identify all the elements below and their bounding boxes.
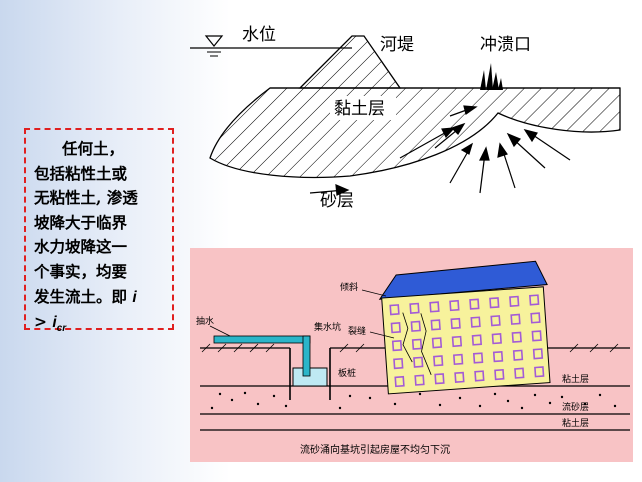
label-pump: 抽水	[196, 315, 214, 327]
callout-line: 坡降大于临界	[34, 211, 166, 236]
label-water-level: 水位	[242, 25, 276, 45]
label-sand-layer: 砂层	[320, 191, 354, 211]
callout-line: 个事实，均要	[34, 260, 166, 285]
label-sheet-pile: 板桩	[338, 367, 356, 379]
callout-text: 发生流土。即	[34, 287, 127, 306]
label-clay-layer: 黏土层	[334, 99, 385, 119]
callout-line: 无粘性土, 渗透	[34, 186, 166, 211]
formula-icr: icr	[52, 314, 66, 331]
callout-line: 水力坡降这一	[34, 235, 166, 260]
formula-gt: >	[34, 312, 47, 331]
quicksand-svg: 抽水 集水坑 板桩 倾斜 裂缝 粘土层 流砂层 粘土层 流砂涌向基坑引起房屋不均…	[190, 248, 633, 462]
levee-breach-diagram: 水位 河堤 黏土层 冲溃口 砂层	[180, 8, 640, 238]
clay-layer	[210, 88, 620, 177]
label-quicksand: 流砂层	[562, 401, 589, 413]
label-levee: 河堤	[380, 35, 414, 55]
label-tilt: 倾斜	[340, 281, 358, 293]
label-clay-lower: 粘土层	[562, 417, 589, 429]
callout-line: 包括粘性土或	[34, 162, 166, 187]
formula-i: i	[132, 289, 136, 306]
label-crack: 裂缝	[348, 325, 366, 337]
label-breach: 冲溃口	[480, 35, 531, 55]
callout-line: 任何土，	[34, 137, 166, 162]
label-clay-upper: 粘土层	[562, 373, 589, 385]
callout-formula: > icr	[34, 310, 166, 342]
callout-line: 发生流土。即 i	[34, 285, 166, 311]
sand-dots	[211, 392, 616, 409]
quicksand-settlement-diagram: 抽水 集水坑 板桩 倾斜 裂缝 粘土层 流砂层 粘土层 流砂涌向基坑引起房屋不均…	[190, 248, 633, 462]
label-sump: 集水坑	[314, 321, 341, 333]
breach-spikes	[480, 63, 503, 90]
building	[378, 261, 554, 394]
diagram-caption: 流砂涌向基坑引起房屋不均匀下沉	[300, 443, 450, 456]
callout-box: 任何土， 包括粘性土或 无粘性土, 渗透 坡降大于临界 水力坡降这一 个事实，均…	[24, 128, 174, 330]
